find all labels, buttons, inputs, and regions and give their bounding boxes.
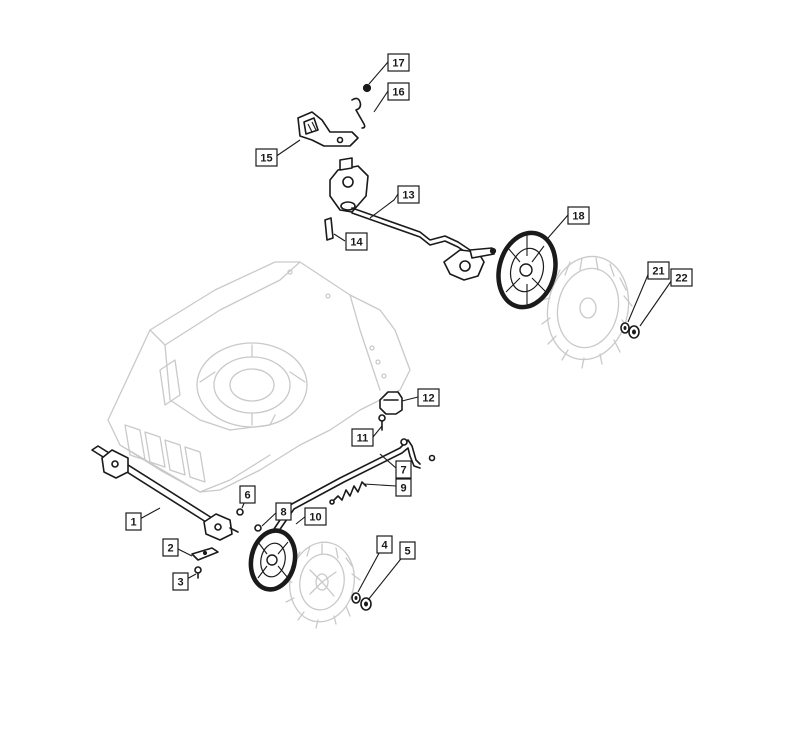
callout-22: 22 — [670, 268, 693, 287]
callout-21: 21 — [647, 261, 670, 280]
svg-text:21: 21 — [652, 266, 664, 278]
callout-8: 8 — [275, 502, 292, 521]
svg-text:16: 16 — [392, 87, 404, 99]
part-8-screw — [254, 524, 262, 532]
part-10-front-hubcap — [248, 528, 298, 592]
part-7-end-screw — [428, 454, 436, 462]
callout-11: 11 — [351, 428, 374, 447]
svg-text:13: 13 — [402, 190, 414, 202]
callout-6: 6 — [239, 485, 256, 504]
svg-text:12: 12 — [422, 393, 434, 405]
part-13-rear-axle — [329, 157, 497, 281]
svg-text:6: 6 — [244, 490, 250, 502]
callout-4: 4 — [376, 535, 393, 554]
callout-2: 2 — [162, 538, 179, 557]
part-12-bracket — [379, 391, 403, 415]
callout-9: 9 — [395, 478, 412, 497]
callout-14: 14 — [345, 232, 368, 251]
part-2-plate — [191, 547, 219, 561]
callout-labels: 1 2 3 4 5 6 7 8 9 10 11 12 13 14 15 16 1… — [125, 53, 693, 591]
svg-text:3: 3 — [177, 577, 183, 589]
svg-text:17: 17 — [392, 58, 404, 70]
svg-text:22: 22 — [675, 273, 687, 285]
part-16-spring — [351, 97, 366, 129]
part-9-spring — [329, 481, 367, 505]
part-21-washer — [620, 322, 630, 334]
svg-text:15: 15 — [260, 153, 272, 165]
callout-16: 16 — [387, 82, 410, 101]
callout-17: 17 — [387, 53, 410, 72]
part-14-pin — [324, 217, 334, 241]
callout-10: 10 — [304, 507, 327, 526]
callout-1: 1 — [125, 512, 142, 531]
callout-3: 3 — [172, 572, 189, 591]
callout-13: 13 — [397, 185, 420, 204]
svg-text:9: 9 — [400, 483, 406, 495]
part-17-nut — [362, 83, 372, 93]
callout-15: 15 — [255, 148, 278, 167]
part-18-rear-hubcap — [496, 230, 558, 310]
mower-deck-ghost — [107, 261, 411, 493]
svg-text:11: 11 — [357, 433, 369, 445]
callout-18: 18 — [567, 206, 590, 225]
part-4-washer — [351, 592, 361, 604]
callout-12: 12 — [417, 388, 440, 407]
callout-7: 7 — [395, 460, 412, 479]
svg-text:8: 8 — [280, 507, 286, 519]
svg-text:18: 18 — [572, 211, 584, 223]
part-22-wheel-nut — [628, 325, 640, 339]
part-6-screw — [236, 508, 244, 516]
svg-text:4: 4 — [381, 540, 388, 552]
svg-text:10: 10 — [309, 512, 321, 524]
svg-text:1: 1 — [130, 517, 136, 529]
part-15-lever-handle — [297, 111, 359, 147]
callout-5: 5 — [399, 541, 416, 560]
svg-text:14: 14 — [350, 237, 363, 249]
svg-text:7: 7 — [400, 465, 406, 477]
svg-text:5: 5 — [404, 546, 410, 558]
part-3-screw — [194, 566, 202, 579]
svg-text:2: 2 — [167, 543, 173, 555]
part-1-front-axle — [91, 445, 239, 541]
part-5-wheel-nut — [360, 597, 372, 611]
part-11-screw — [378, 414, 386, 431]
